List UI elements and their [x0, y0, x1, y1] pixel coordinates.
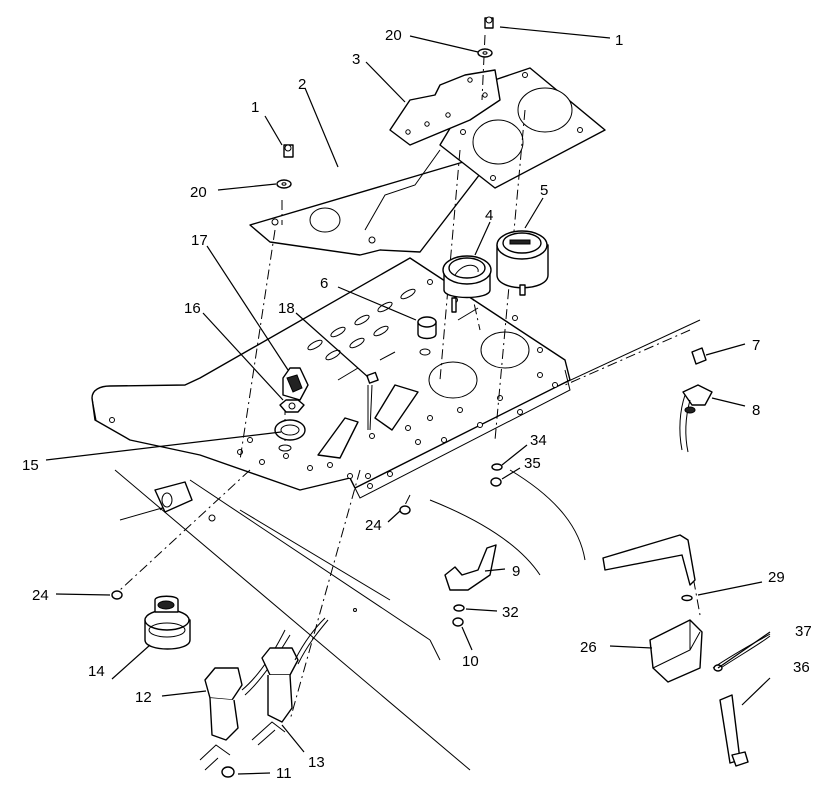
ignition-switch-14	[144, 595, 191, 650]
washer-32	[453, 604, 465, 612]
bolt-36	[719, 694, 749, 767]
washer-15	[274, 419, 306, 452]
callout-4: 4	[485, 207, 493, 224]
bracket-3	[389, 69, 501, 146]
callout-26: 26	[580, 639, 597, 656]
knob-6	[417, 316, 437, 356]
harness-8	[679, 384, 713, 453]
nut-16	[279, 399, 305, 413]
connector-7	[691, 347, 707, 365]
nut-35	[490, 477, 502, 487]
nut-11	[221, 766, 235, 778]
callout-35: 35	[524, 455, 541, 472]
washer-20-top	[477, 48, 493, 58]
nut-10	[452, 617, 464, 627]
callout-20-left: 20	[190, 184, 207, 201]
screw-18	[366, 371, 379, 431]
washer-34	[491, 463, 503, 471]
callout-12: 12	[135, 689, 152, 706]
callout-3: 3	[352, 51, 360, 68]
callout-6: 6	[320, 275, 328, 292]
wire-37	[712, 633, 771, 672]
callout-17: 17	[191, 232, 208, 249]
bolt-1-left	[283, 144, 294, 158]
callout-37: 37	[795, 623, 812, 640]
callout-34: 34	[530, 432, 547, 449]
callout-2: 2	[298, 76, 306, 93]
switch-12	[199, 629, 291, 771]
callout-32: 32	[502, 604, 519, 621]
switch-13	[251, 617, 329, 746]
callout-10: 10	[462, 653, 479, 670]
frame-outline	[114, 319, 701, 771]
callout-18: 18	[278, 300, 295, 317]
callout-1-top: 1	[615, 32, 623, 49]
leader-lines	[45, 26, 771, 775]
callout-5: 5	[540, 182, 548, 199]
callout-14: 14	[88, 663, 105, 680]
gauge-5	[496, 230, 549, 296]
callout-13: 13	[308, 754, 325, 771]
callout-36: 36	[793, 659, 810, 676]
control-panel-plate	[91, 257, 571, 499]
callout-24-center: 24	[365, 517, 382, 534]
washer-20-left	[276, 179, 292, 189]
callout-8: 8	[752, 402, 760, 419]
callout-15: 15	[22, 457, 39, 474]
callout-20-top: 20	[385, 27, 402, 44]
bracket-upper-right	[602, 534, 696, 586]
gauge-4	[442, 255, 492, 313]
nut-24-left	[111, 590, 123, 600]
bracket-9	[444, 544, 497, 591]
callout-9: 9	[512, 563, 520, 580]
bolt-1-top	[484, 16, 494, 29]
callout-24-left: 24	[32, 587, 49, 604]
callout-11: 11	[276, 765, 292, 782]
nut-24-center	[399, 505, 411, 515]
callout-7: 7	[752, 337, 760, 354]
callout-1-left: 1	[251, 99, 259, 116]
upper-plate-2	[249, 147, 501, 256]
oring-29	[681, 594, 693, 602]
switch-17	[282, 367, 309, 401]
callout-29: 29	[768, 569, 785, 586]
callout-16: 16	[184, 300, 201, 317]
callout-labels: 1 20 3 2 1 20 17 5 4 6 16 18 7 8 15 34 3…	[22, 27, 812, 782]
horn-26	[649, 619, 703, 683]
